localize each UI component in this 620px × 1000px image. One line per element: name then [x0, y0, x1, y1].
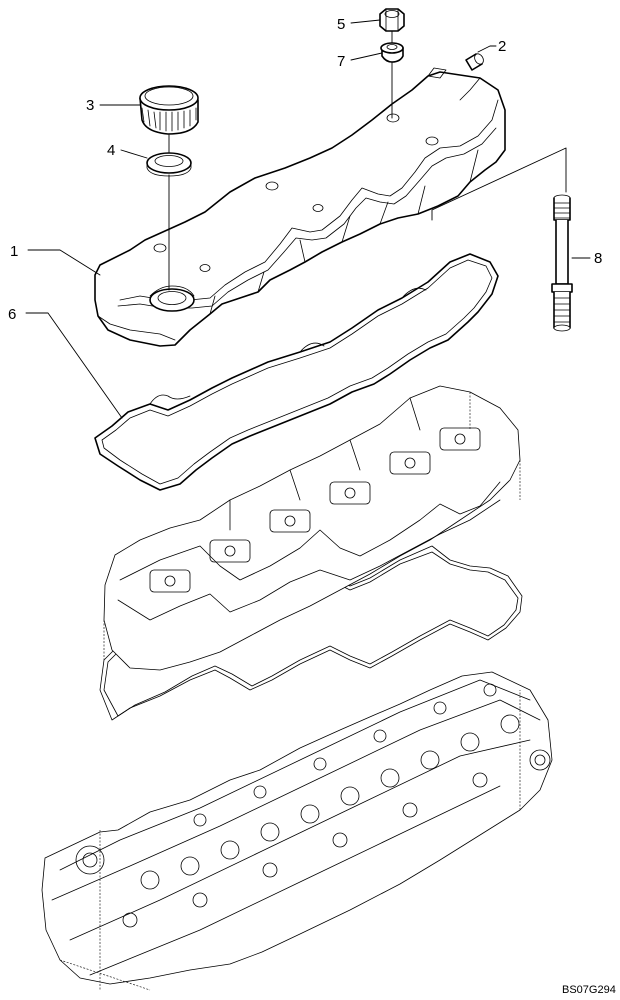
oil-filler-cap	[139, 85, 199, 135]
callouts: 1 2 3 4 5 6 7 8	[8, 16, 602, 323]
callout-7: 7	[337, 53, 345, 70]
leader-lines	[25, 19, 591, 419]
cap-seal	[146, 152, 192, 177]
callout-3: 3	[86, 97, 94, 114]
callout-2: 2	[498, 38, 506, 55]
nut	[379, 8, 405, 32]
callout-5: 5	[337, 16, 345, 33]
valve-cover	[94, 67, 506, 347]
washer	[380, 42, 404, 63]
reference-code: BS07G294	[562, 984, 616, 996]
breather-plug	[465, 53, 484, 71]
callout-1: 1	[10, 243, 18, 260]
callout-4: 4	[107, 142, 115, 159]
stud	[551, 194, 573, 332]
rocker-housing	[103, 385, 521, 671]
cylinder-head	[41, 671, 553, 991]
valve-cover-gasket	[94, 253, 499, 491]
callout-6: 6	[8, 306, 16, 323]
callout-8: 8	[594, 250, 602, 267]
